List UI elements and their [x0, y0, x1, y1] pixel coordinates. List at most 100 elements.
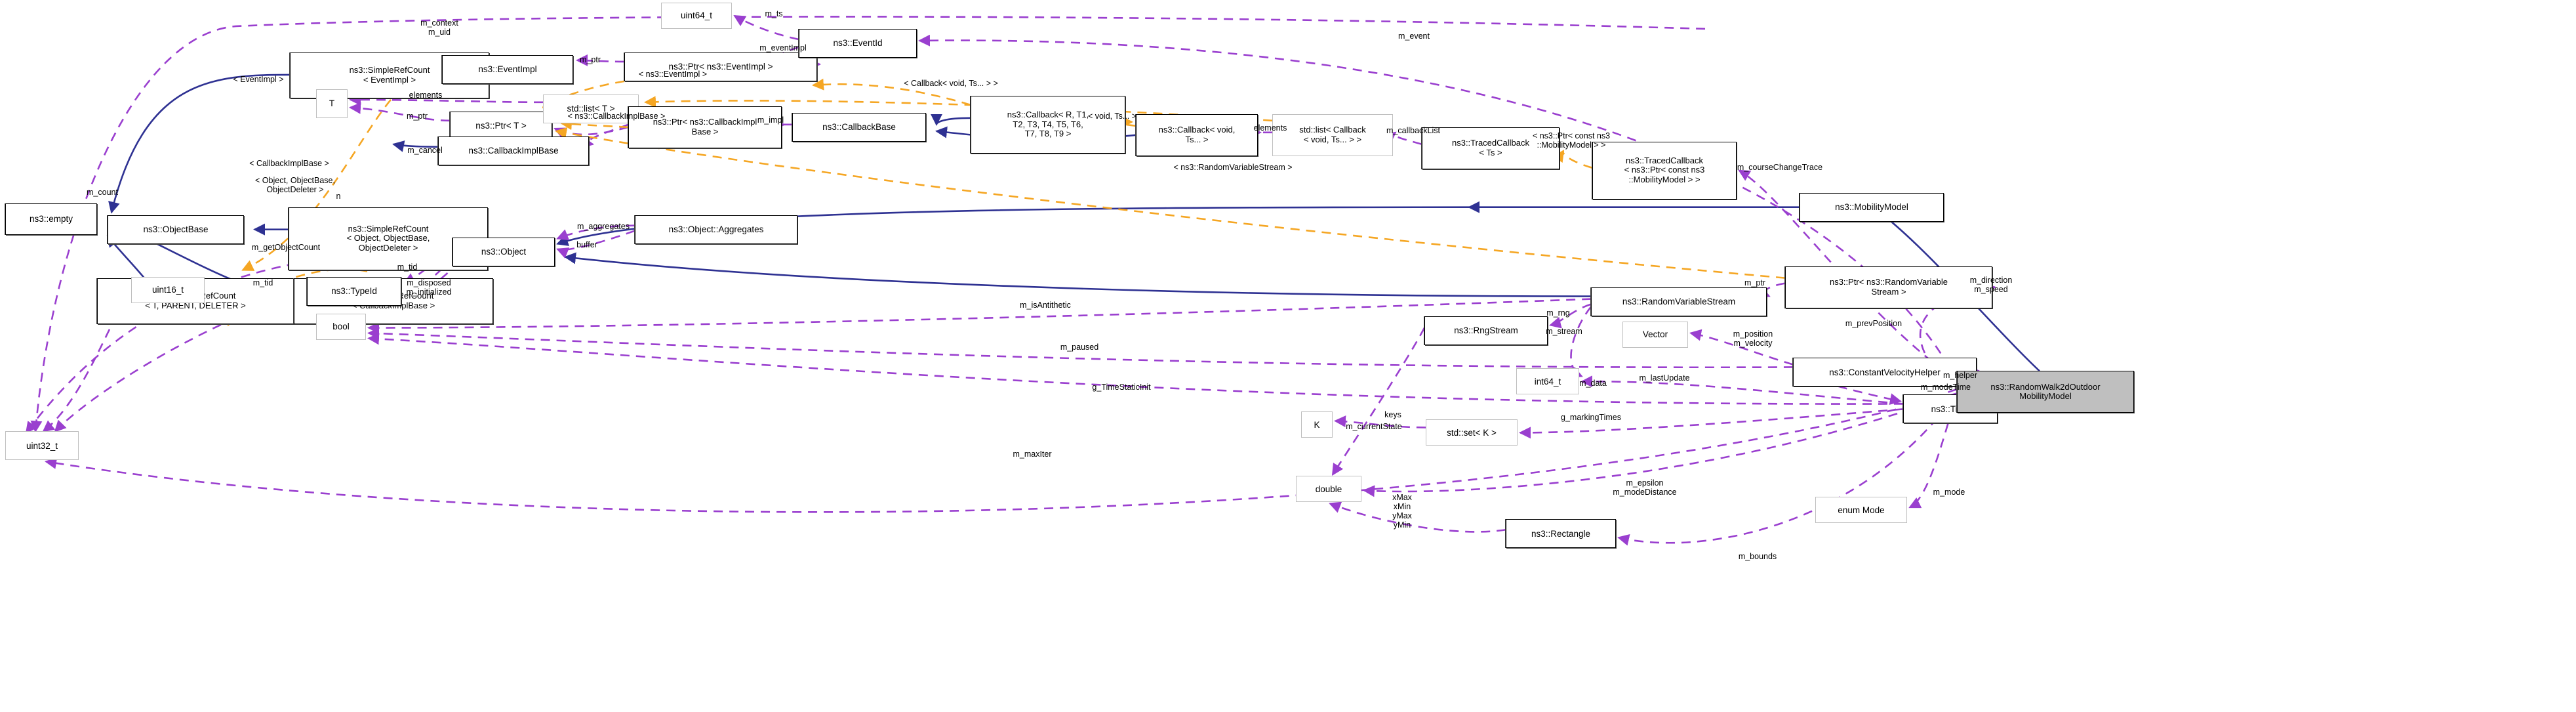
node-label: ns3::Ptr< ns3::EventImpl >	[668, 62, 773, 72]
edge-label: xMax xMin yMax yMin	[1392, 493, 1412, 530]
node-label: uint32_t	[26, 440, 58, 451]
node-uint16-t[interactable]: uint16_t	[131, 276, 205, 303]
node-label: ns3::Callback< R, T1, T2, T3, T4, T5, T6…	[1007, 109, 1089, 139]
node-int64-t[interactable]: int64_t	[1516, 368, 1579, 395]
node-ns3-callbackbase[interactable]: ns3::CallbackBase	[792, 112, 926, 142]
node-label: std::list< Callback < void, Ts... > >	[1299, 125, 1366, 144]
node-label: ns3::Object::Aggregates	[668, 224, 764, 235]
edge-label: m_ptr	[580, 54, 601, 64]
edge-label: < ns3::RandomVariableStream >	[1173, 162, 1293, 172]
node-label: ns3::RandomWalk2dOutdoor MobilityModel	[1990, 381, 2101, 402]
node-label: int64_t	[1534, 376, 1561, 387]
node-ns3-callback-void-ts[interactable]: ns3::Callback< void, Ts... >	[1136, 114, 1258, 156]
node-ns3-constantvelocityhelper[interactable]: ns3::ConstantVelocityHelper	[1793, 358, 1977, 387]
edge-label: elements	[1253, 123, 1287, 133]
node-std-list-callback-void-ts[interactable]: std::list< Callback < void, Ts... > >	[1272, 114, 1393, 156]
node-label: ns3::Object	[481, 247, 527, 257]
edge-label: < ns3::Ptr< const ns3 ::MobilityModel > …	[1532, 131, 1611, 150]
edge-label: m_direction m_speed	[1969, 275, 2013, 294]
edge-label: m_getObjectCount	[251, 242, 321, 252]
node-label: ns3::Ptr< ns3::CallbackImpl Base >	[653, 117, 757, 136]
edge-label: m_epsilon m_modeDistance	[1613, 478, 1677, 497]
node-ns3-callbackimplbase[interactable]: ns3::CallbackImplBase	[438, 136, 589, 165]
node-label: std::set< K >	[1447, 427, 1497, 438]
node-ns3-typeid[interactable]: ns3::TypeId	[307, 276, 401, 306]
node-std-list-t[interactable]: std::list< T >	[543, 94, 639, 123]
node-label: ns3::empty	[29, 214, 73, 224]
node-label: ns3::MobilityModel	[1835, 202, 1908, 213]
node-ns3-mobilitymodel[interactable]: ns3::MobilityModel	[1800, 192, 1944, 222]
edge-label: m_isAntithetic	[1020, 300, 1071, 310]
edge-label: m_paused	[1060, 342, 1099, 352]
node-label: ns3::ObjectBase	[143, 224, 209, 235]
edge-label: buffer	[576, 240, 597, 249]
edge-label: m_maxIter	[1013, 450, 1052, 459]
edge-label: keys	[1384, 410, 1401, 420]
edge-label: m_aggregates	[577, 221, 630, 231]
edge-label: m_mode	[1933, 488, 1965, 497]
node-label: ns3::TracedCallback < Ts >	[1451, 138, 1529, 157]
edge-label: m_data	[1579, 379, 1607, 388]
edge-label: < EventImpl >	[233, 74, 284, 84]
node-label: ns3::TracedCallback < ns3::Ptr< const ns…	[1624, 155, 1705, 185]
node-label: ns3::Rectangle	[1531, 528, 1591, 539]
node-label: ns3::RngStream	[1454, 325, 1518, 335]
edge-label: m_callbackList	[1386, 125, 1440, 135]
edge-label: m_currentState	[1346, 422, 1402, 432]
node-label: enum Mode	[1838, 505, 1885, 515]
node-ns3-objectbase[interactable]: ns3::ObjectBase	[108, 215, 244, 244]
edge-label: m_prevPosition	[1845, 318, 1902, 328]
edge-label: m_cancel	[407, 145, 443, 155]
edge-label: < ns3::CallbackImplBase >	[567, 111, 666, 121]
node-ns3-ptr-ns3-randomvariablestream[interactable]: ns3::Ptr< ns3::RandomVariable Stream >	[1785, 266, 1992, 308]
node-label: T	[329, 98, 335, 109]
node-ns3-empty[interactable]: ns3::empty	[5, 203, 97, 235]
edge-label: elements	[409, 90, 443, 100]
node-bool[interactable]: bool	[316, 313, 366, 340]
node-label: ns3::CallbackBase	[822, 122, 896, 133]
edge-label: m_rng	[1546, 308, 1570, 318]
node-label: uint64_t	[680, 10, 713, 21]
node-double[interactable]: double	[1296, 476, 1361, 503]
node-ns3-rngstream[interactable]: ns3::RngStream	[1424, 316, 1548, 345]
node-ns3-rectangle[interactable]: ns3::Rectangle	[1506, 519, 1616, 549]
node-std-set-k[interactable]: std::set< K >	[1426, 419, 1518, 446]
edge-label: m_position m_velocity	[1733, 329, 1773, 348]
node-vector[interactable]: Vector	[1622, 321, 1688, 348]
node-ns3-ptr-ns3-eventimpl[interactable]: ns3::Ptr< ns3::EventImpl >	[624, 52, 817, 81]
edge-label: m_context m_uid	[420, 18, 458, 37]
node-ns3-eventimpl[interactable]: ns3::EventImpl	[442, 54, 573, 84]
edge-label: m_modeTime	[1921, 383, 1971, 392]
node-ns3-object[interactable]: ns3::Object	[453, 237, 555, 266]
node-ns3-ptr-ns3-callbackimplbase[interactable]: ns3::Ptr< ns3::CallbackImpl Base >	[628, 106, 782, 148]
node-label: std::list< T >	[567, 104, 615, 114]
node-uint64-t[interactable]: uint64_t	[661, 2, 732, 29]
node-ns3-callback-r-t1-t9[interactable]: ns3::Callback< R, T1, T2, T3, T4, T5, T6…	[971, 95, 1125, 154]
edge-label: m_bounds	[1738, 552, 1777, 562]
node-ns3-tracedcallback-ptr-mobilitymodel[interactable]: ns3::TracedCallback < ns3::Ptr< const ns…	[1592, 141, 1737, 199]
edge-label: m_count	[87, 187, 118, 197]
node-label: K	[1314, 419, 1320, 430]
edge-label: m_ts	[765, 9, 783, 18]
edge-label: < CallbackImplBase >	[249, 158, 329, 168]
edge-label: m_tid	[397, 262, 418, 272]
edge-label: m_event	[1398, 31, 1430, 41]
edge-label: m_lastUpdate	[1639, 373, 1690, 383]
node-template-param-k[interactable]: K	[1301, 411, 1333, 438]
node-ns3-randomwalk2doutdoormobilitymodel[interactable]: ns3::RandomWalk2dOutdoor MobilityModel	[1957, 371, 2134, 413]
node-ns3-object-aggregates[interactable]: ns3::Object::Aggregates	[635, 215, 797, 244]
node-label: ns3::EventId	[833, 38, 883, 49]
node-ns3-ptr-t[interactable]: ns3::Ptr< T >	[450, 111, 552, 140]
edge-label: < ns3::EventImpl >	[638, 69, 708, 79]
node-ns3-randomvariablestream[interactable]: ns3::RandomVariableStream	[1591, 287, 1767, 316]
node-label: ns3::ConstantVelocityHelper	[1829, 367, 1941, 377]
node-label: ns3::RandomVariableStream	[1622, 297, 1736, 307]
node-ns3-tracedcallback-ts[interactable]: ns3::TracedCallback < Ts >	[1422, 127, 1560, 169]
node-enum-mode[interactable]: enum Mode	[1815, 497, 1907, 524]
edge-label: m_stream	[1546, 326, 1582, 336]
node-label: uint16_t	[151, 285, 184, 295]
node-template-param-t[interactable]: T	[316, 89, 348, 118]
node-ns3-eventid[interactable]: ns3::EventId	[799, 28, 917, 58]
node-uint32-t[interactable]: uint32_t	[5, 431, 79, 461]
